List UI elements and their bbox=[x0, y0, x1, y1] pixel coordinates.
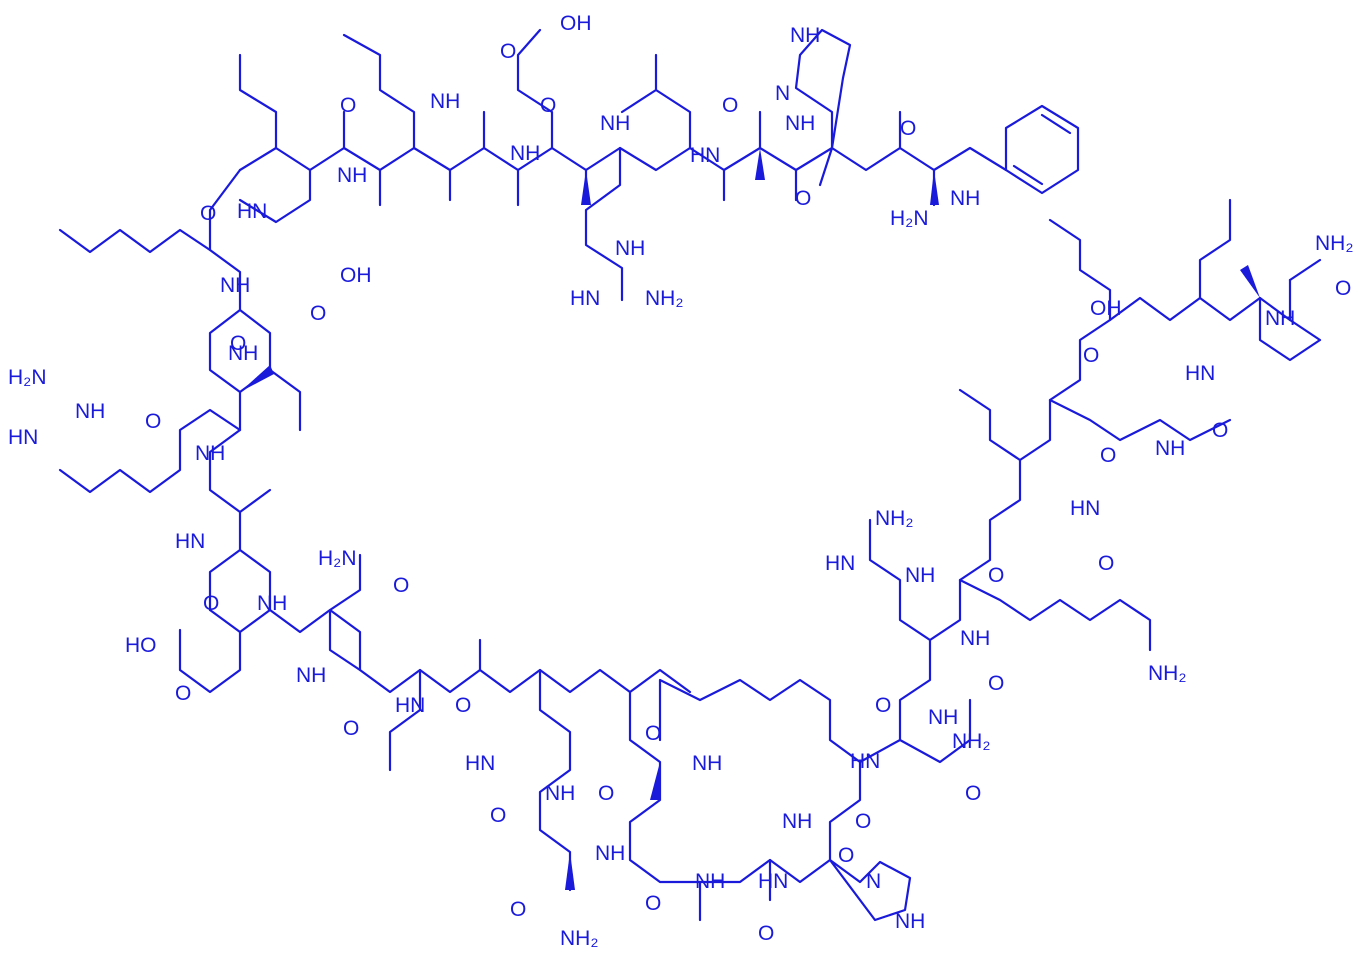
atom-label: NH bbox=[928, 706, 958, 729]
atom-label: HN bbox=[395, 694, 425, 717]
atom-label: NH bbox=[545, 782, 575, 805]
atom-label: NH₂ bbox=[952, 730, 990, 753]
atom-label: HN bbox=[1070, 497, 1100, 520]
atom-label: O bbox=[795, 187, 811, 210]
atom-label: O bbox=[722, 94, 738, 117]
atom-label: N bbox=[866, 870, 881, 893]
atom-label: O bbox=[1212, 419, 1228, 442]
atom-label: O bbox=[230, 332, 246, 355]
atom-label: O bbox=[310, 302, 326, 325]
atom-label: O bbox=[340, 94, 356, 117]
atom-label: O bbox=[500, 40, 516, 63]
atom-label: O bbox=[988, 564, 1004, 587]
atom-label: HO bbox=[125, 634, 157, 657]
atom-label: O bbox=[1335, 277, 1351, 300]
atom-label: NH bbox=[296, 664, 326, 687]
atom-label: O bbox=[645, 722, 661, 745]
atom-label: O bbox=[758, 922, 774, 945]
atom-label: HN bbox=[758, 870, 788, 893]
atom-label: NH bbox=[790, 24, 820, 47]
atom-label: HN bbox=[570, 287, 600, 310]
atom-label: NH bbox=[695, 870, 725, 893]
atom-label: O bbox=[175, 682, 191, 705]
bond-skeleton bbox=[58, 28, 1322, 922]
atom-label: NH bbox=[75, 400, 105, 423]
atom-label: NH bbox=[430, 90, 460, 113]
atom-label: NH bbox=[195, 442, 225, 465]
atom-label: HN bbox=[175, 530, 205, 553]
atom-label: O bbox=[510, 898, 526, 921]
atom-label: NH bbox=[1155, 437, 1185, 460]
atom-label: N bbox=[775, 82, 790, 105]
atom-label: NH bbox=[950, 187, 980, 210]
atom-label: NH₂ bbox=[1315, 232, 1353, 255]
atom-label: HN bbox=[237, 200, 267, 223]
atom-label: O bbox=[965, 782, 981, 805]
atom-label: O bbox=[988, 672, 1004, 695]
atom-label: NH₂ bbox=[645, 287, 683, 310]
atom-label: OH bbox=[560, 12, 592, 35]
atom-label: NH bbox=[228, 342, 258, 365]
atom-label: HN bbox=[465, 752, 495, 775]
atom-label: NH bbox=[960, 627, 990, 650]
atom-label: NH bbox=[782, 810, 812, 833]
atom-label: NH bbox=[257, 592, 287, 615]
atom-label: O bbox=[645, 892, 661, 915]
atom-label: O bbox=[1098, 552, 1114, 575]
atom-label: OH bbox=[340, 264, 372, 287]
atom-label: O bbox=[343, 717, 359, 740]
atom-label: NH bbox=[905, 564, 935, 587]
atom-label: NH bbox=[615, 237, 645, 260]
stereo-wedges bbox=[240, 148, 1260, 890]
atom-label: O bbox=[875, 694, 891, 717]
atom-label: O bbox=[1083, 344, 1099, 367]
atom-label: O bbox=[203, 592, 219, 615]
atom-label: HN bbox=[1185, 362, 1215, 385]
atom-label: O bbox=[900, 117, 916, 140]
atom-label: O bbox=[855, 810, 871, 833]
atom-label: O bbox=[1100, 444, 1116, 467]
atom-label: NH bbox=[1265, 307, 1295, 330]
atom-label: O bbox=[393, 574, 409, 597]
atom-label: NH bbox=[600, 112, 630, 135]
atom-label: HN bbox=[825, 552, 855, 575]
atom-label: H₂N bbox=[8, 366, 46, 389]
atom-label: O bbox=[838, 844, 854, 867]
atom-label: NH bbox=[595, 842, 625, 865]
atom-labels: OH O O O O NH NH NH NH NH NH HN N H₂N NH… bbox=[8, 12, 1353, 950]
atom-label: O bbox=[598, 782, 614, 805]
atom-label: OH bbox=[1090, 297, 1122, 320]
atom-label: O bbox=[540, 94, 556, 117]
atom-label: HN bbox=[690, 144, 720, 167]
atom-label: NH bbox=[220, 274, 250, 297]
atom-label: O bbox=[200, 202, 216, 225]
atom-label: HN bbox=[8, 426, 38, 449]
atom-label: NH bbox=[692, 752, 722, 775]
atom-label: HN bbox=[850, 750, 880, 773]
atom-label: NH₂ bbox=[875, 507, 913, 530]
atom-label: NH₂ bbox=[560, 927, 598, 950]
atom-label: NH bbox=[785, 112, 815, 135]
atom-label: O bbox=[145, 410, 161, 433]
atom-label: NH bbox=[895, 910, 925, 933]
atom-label: NH bbox=[510, 142, 540, 165]
atom-label: NH₂ bbox=[1148, 662, 1186, 685]
atom-label: NH bbox=[337, 164, 367, 187]
atom-label: O bbox=[455, 694, 471, 717]
atom-label: H₂N bbox=[318, 547, 356, 570]
atom-label: O bbox=[490, 804, 506, 827]
atom-label: H₂N bbox=[890, 207, 928, 230]
